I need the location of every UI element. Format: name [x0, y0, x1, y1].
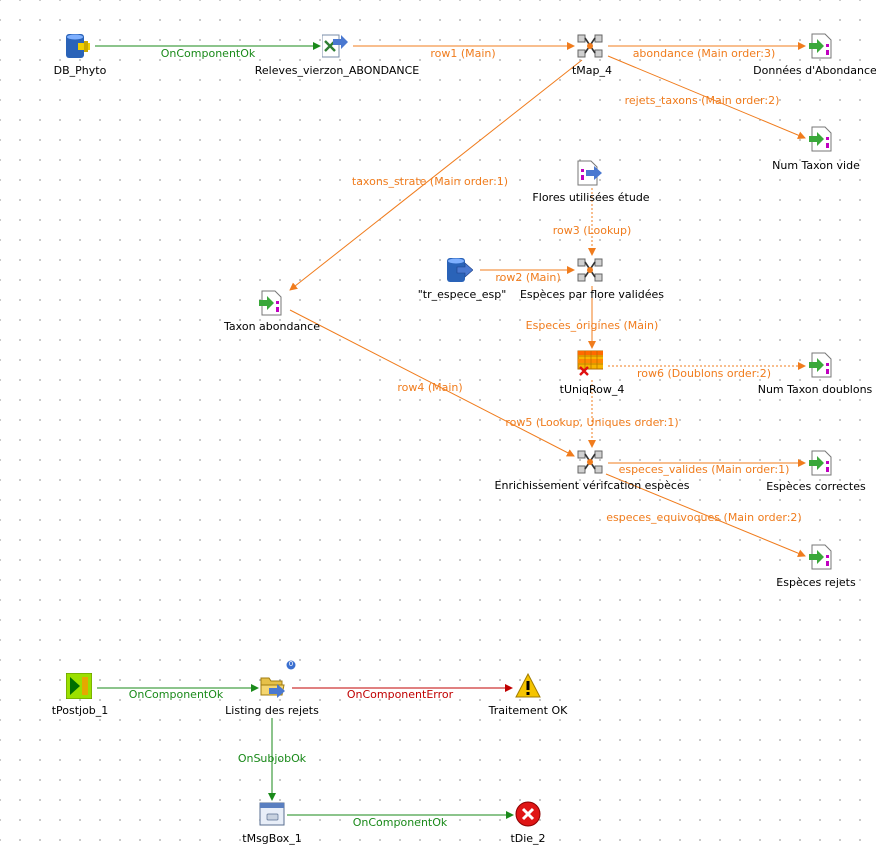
link-label-subjob: OnSubjobOk — [238, 752, 307, 765]
label-enrichissement[interactable]: Enrichissement vérifcation espèces — [494, 479, 690, 492]
link-label-abondance: abondance (Main order:3) — [633, 47, 776, 60]
label-tr-espece-esp[interactable]: "tr_espece_esp" — [417, 288, 507, 301]
label-tpostjob1[interactable]: tPostjob_1 — [51, 704, 109, 717]
link-label-listing-error: OnComponentError — [347, 688, 454, 701]
link-label-especes-valides: especes_valides (Main order:1) — [619, 463, 790, 476]
label-especes-rejets[interactable]: Espèces rejets — [776, 576, 856, 589]
postjob-icon[interactable] — [66, 673, 92, 699]
link-especes-valides[interactable]: especes_valides (Main order:1) — [608, 459, 806, 476]
link-label-taxons-strate: taxons_strate (Main order:1) — [352, 175, 508, 188]
link-rejets-taxons[interactable]: rejets_taxons (Main order:2) — [607, 55, 806, 140]
link-especes-origines[interactable]: Especes_origines (Main) — [526, 286, 659, 349]
link-row6[interactable]: row6 (Doublons order:2) — [608, 362, 806, 380]
tmap-icon[interactable] — [577, 33, 603, 59]
link-taxons-strate[interactable]: taxons_strate (Main order:1) — [289, 59, 583, 291]
tmap-icon[interactable] — [577, 449, 603, 475]
file-output-icon[interactable] — [808, 352, 834, 378]
label-tuniqrow4[interactable]: tUniqRow_4 — [559, 383, 625, 396]
link-listing-error[interactable]: OnComponentError — [292, 684, 513, 701]
link-row1[interactable]: row1 (Main) — [353, 42, 575, 60]
label-num-taxon-doublons[interactable]: Num Taxon doublons — [757, 383, 873, 396]
link-label-row4: row4 (Main) — [397, 381, 462, 394]
file-output-icon[interactable] — [808, 544, 834, 570]
label-tmsgbox1[interactable]: tMsgBox_1 — [242, 832, 302, 845]
die-icon[interactable] — [515, 801, 541, 827]
link-label-msgbox-die: OnComponentOk — [353, 816, 448, 829]
label-donnees-abondance[interactable]: Données d'Abondance — [753, 64, 876, 77]
label-tdie2[interactable]: tDie_2 — [510, 832, 546, 845]
link-msgbox-die[interactable]: OnComponentOk — [287, 811, 514, 829]
link-label-db-releves: OnComponentOk — [161, 47, 256, 60]
label-num-taxon-vide[interactable]: Num Taxon vide — [772, 159, 860, 172]
label-flores-utilisees[interactable]: Flores utilisées étude — [532, 191, 650, 204]
file-output-icon[interactable] — [258, 290, 284, 316]
link-row2[interactable]: row2 (Main) — [480, 266, 575, 284]
file-list-icon[interactable] — [260, 673, 286, 699]
link-db-releves[interactable]: OnComponentOk — [95, 42, 321, 60]
db-input-icon[interactable] — [66, 33, 92, 59]
tmap-icon[interactable] — [577, 257, 603, 283]
label-traitement-ok[interactable]: Traitement OK — [488, 704, 568, 717]
link-label-row5: row5 (Lookup, Uniques order:1) — [505, 416, 678, 429]
link-row5[interactable]: row5 (Lookup, Uniques order:1) — [505, 380, 679, 448]
file-input-icon[interactable] — [577, 160, 603, 186]
link-label-row1: row1 (Main) — [430, 47, 495, 60]
warning-icon[interactable] — [515, 673, 541, 699]
label-db-phyto[interactable]: DB_Phyto — [53, 64, 107, 77]
tuniqrow-icon[interactable] — [577, 350, 603, 376]
link-especes-equivoques[interactable]: especes_equivoques (Main order:2) — [605, 473, 806, 558]
link-row4[interactable]: row4 (Main) — [289, 309, 575, 457]
link-label-rejets-taxons: rejets_taxons (Main order:2) — [625, 94, 780, 107]
file-output-icon[interactable] — [808, 33, 834, 59]
link-abondance[interactable]: abondance (Main order:3) — [608, 42, 806, 60]
msgbox-icon[interactable] — [259, 801, 285, 827]
label-releves[interactable]: Releves_vierzon_ABONDANCE — [254, 64, 420, 77]
file-excel-input-icon[interactable] — [322, 33, 348, 59]
label-taxon-abondance[interactable]: Taxon abondance — [224, 320, 320, 333]
info-badge-text: 0 — [288, 660, 294, 668]
info-badge-icon — [286, 660, 296, 670]
link-postjob-listing[interactable]: OnComponentOk — [97, 684, 259, 701]
link-label-especes-origines: Especes_origines (Main) — [526, 319, 659, 332]
db-lookup-icon[interactable] — [447, 257, 473, 283]
file-output-icon[interactable] — [808, 126, 834, 152]
link-label-row3: row3 (Lookup) — [553, 224, 631, 237]
link-label-especes-equivoques: especes_equivoques (Main order:2) — [606, 511, 801, 524]
link-label-row2: row2 (Main) — [495, 271, 560, 284]
label-especes-correctes[interactable]: Espèces correctes — [766, 480, 866, 493]
link-subjob[interactable]: OnSubjobOk — [238, 718, 307, 801]
link-label-row6: row6 (Doublons order:2) — [637, 367, 771, 380]
link-row3[interactable]: row3 (Lookup) — [553, 188, 631, 256]
label-especes-par-flore[interactable]: Espèces par flore validées — [519, 288, 665, 301]
label-tmap4[interactable]: tMap_4 — [571, 64, 613, 77]
label-listing-rejets[interactable]: Listing des rejets — [225, 704, 319, 717]
file-output-icon[interactable] — [808, 450, 834, 476]
link-label-postjob-listing: OnComponentOk — [129, 688, 224, 701]
